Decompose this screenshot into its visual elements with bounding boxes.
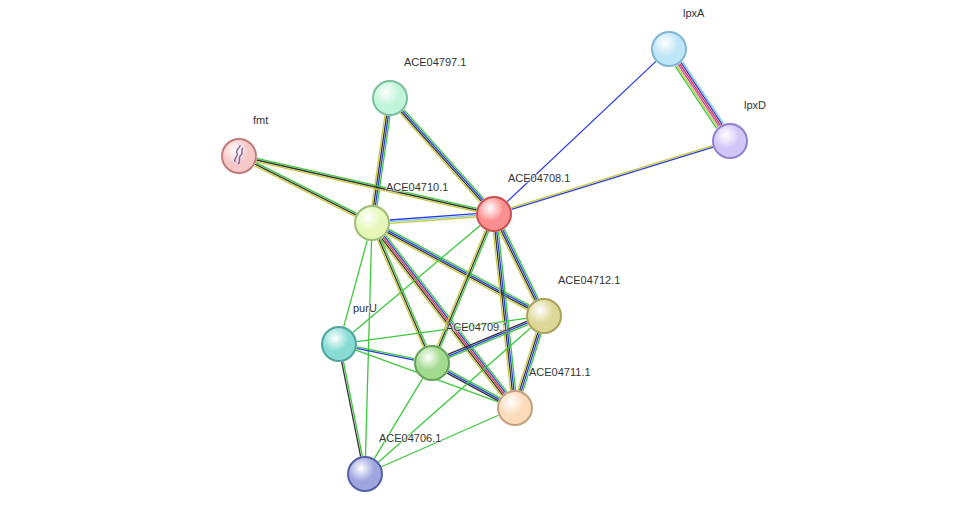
protein-node: ACE04710.1 (354, 205, 390, 241)
evidence-line (680, 64, 721, 126)
evidence-line (495, 232, 512, 390)
interaction-edge (378, 239, 427, 347)
evidence-line (497, 232, 514, 390)
node-label: ACE04711.1 (529, 366, 591, 378)
node-label: ACE04710.1 (386, 181, 448, 193)
node-label: ACE04708.1 (508, 172, 570, 184)
evidence-line (383, 237, 504, 394)
protein-node: ACE04709.1 (414, 345, 450, 381)
evidence-line (504, 229, 538, 299)
interaction-edge (256, 158, 477, 211)
evidence-line (342, 362, 361, 457)
evidence-line (493, 232, 510, 390)
evidence-line (374, 116, 387, 205)
evidence-line (518, 332, 536, 390)
evidence-line (356, 348, 414, 360)
protein-node: lpxD (712, 123, 748, 159)
evidence-line (353, 226, 480, 333)
evidence-line (379, 240, 425, 347)
structure-thumbnail (223, 140, 254, 171)
evidence-line (256, 162, 476, 212)
node-label: ACE04797.1 (404, 56, 466, 68)
interaction-edge (357, 318, 526, 341)
interaction-edge (390, 214, 476, 224)
evidence-line (357, 318, 526, 341)
evidence-line (357, 347, 415, 359)
protein-node: ACE04708.1 (476, 196, 512, 232)
interaction-edge (342, 361, 363, 456)
protein-node: purU (321, 326, 357, 362)
node-label: ACE04712.1 (558, 274, 620, 286)
evidence-line (521, 333, 539, 391)
evidence-line (675, 66, 716, 128)
node-label: purU (353, 302, 377, 314)
evidence-line (390, 217, 476, 223)
evidence-line (257, 158, 477, 208)
evidence-line (520, 333, 538, 391)
interaction-edge (675, 62, 723, 129)
evidence-line (498, 232, 515, 390)
evidence-line (681, 63, 722, 125)
protein-node: ACE04711.1 (497, 390, 533, 426)
interaction-edge (353, 226, 480, 333)
node-label: fmt (253, 114, 268, 126)
evidence-line (374, 378, 422, 458)
evidence-line (381, 239, 427, 346)
node-label: ACE04709.1 (446, 321, 508, 333)
node-label: lpxA (683, 7, 704, 19)
evidence-line (678, 64, 719, 126)
evidence-line (682, 62, 723, 124)
evidence-line (380, 239, 501, 396)
interaction-edge (380, 235, 506, 396)
structure-ribbon (235, 145, 243, 164)
evidence-line (257, 160, 477, 210)
node-label: lpxD (744, 99, 766, 111)
evidence-line (343, 361, 362, 456)
protein-node: fmt (221, 138, 257, 174)
protein-node: lpxA (651, 31, 687, 67)
evidence-line (523, 334, 541, 392)
evidence-line (382, 238, 503, 395)
evidence-line (448, 372, 499, 400)
evidence-line (384, 236, 505, 393)
interaction-edge (493, 232, 515, 391)
interaction-edge (518, 332, 541, 391)
protein-node: ACE04712.1 (526, 298, 562, 334)
evidence-line (503, 230, 537, 300)
evidence-line (677, 65, 718, 127)
evidence-line (501, 231, 535, 301)
evidence-line (447, 373, 498, 401)
interaction-edge (507, 61, 656, 201)
evidence-line (507, 61, 656, 201)
protein-node: ACE04797.1 (372, 80, 408, 116)
interaction-edge (374, 378, 422, 458)
evidence-line (372, 115, 385, 204)
node-label: ACE04706.1 (379, 432, 441, 444)
protein-node: ACE04706.1 (347, 456, 383, 492)
evidence-line (378, 240, 424, 347)
